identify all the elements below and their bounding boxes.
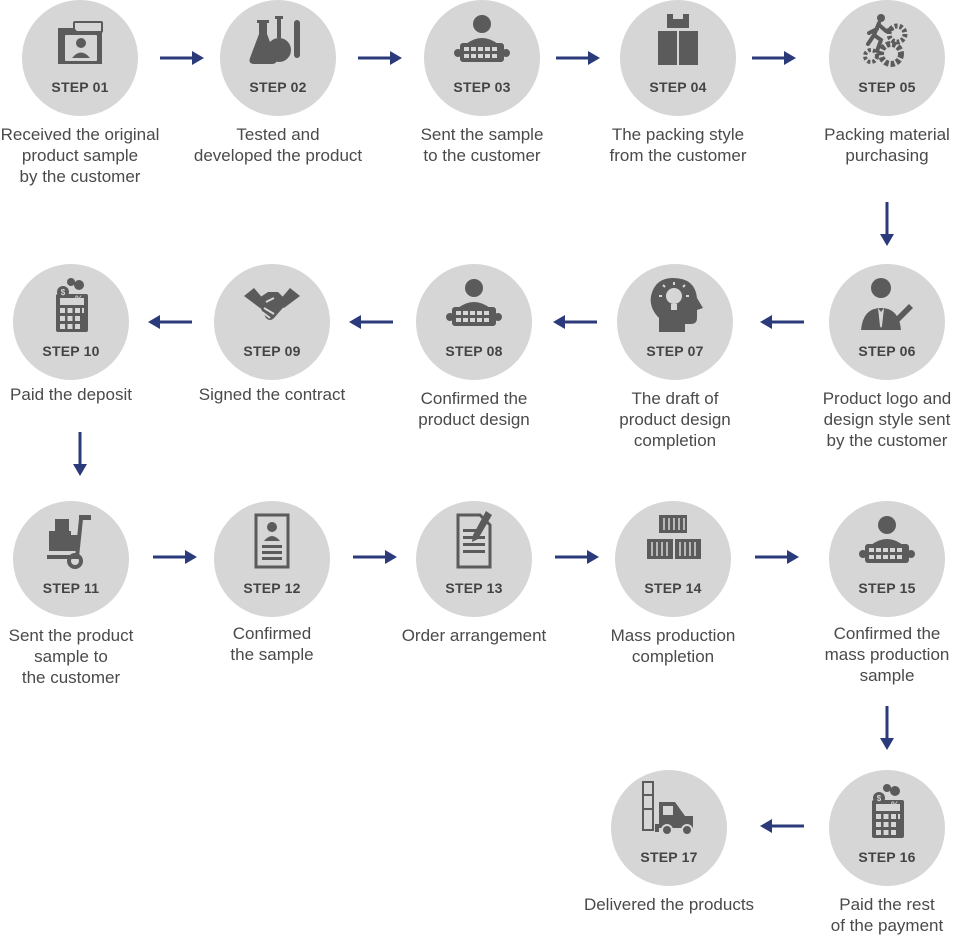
resume-document-icon [254,513,290,569]
runner-gears-icon [863,14,908,67]
step-label: STEP 02 [249,79,307,95]
flow-arrow-left [760,315,804,329]
step-label: STEP 01 [51,79,109,95]
step-circle: STEP 15 [829,501,945,617]
flow-arrow-right [755,550,799,564]
step-circle: STEP 10 [13,264,129,380]
flow-arrow-left [148,315,192,329]
step-circle: STEP 12 [214,501,330,617]
step-label: STEP 07 [646,343,704,359]
step-label: STEP 15 [858,580,916,596]
step-circle: STEP 02 [220,0,336,116]
flow-arrow-left [760,819,804,833]
step-label: STEP 03 [453,79,511,95]
document-pen-icon [456,511,492,569]
flow-arrow-left [349,315,393,329]
step-caption: Packing material purchasing [824,125,950,165]
step-label: STEP 17 [640,849,698,865]
flow-arrow-right [358,51,402,65]
step-circle: STEP 04 [620,0,736,116]
step-circle: STEP 07 [617,264,733,380]
step-caption: Received the original product sample by … [0,125,160,186]
step-caption: Confirmed the product design [418,389,530,429]
step-caption: Sent the product sample to the customer [8,626,134,687]
hand-truck-icon [47,515,91,569]
flow-arrow-right [555,550,599,564]
step-caption: Product logo and design style sent by th… [822,389,952,450]
flow-arrow-right [353,550,397,564]
step-circle: STEP 13 [416,501,532,617]
step-circle: STEP 09 [214,264,330,380]
flow-arrow-down [73,432,87,476]
step-circle: STEP 03 [424,0,540,116]
boxes-icon [658,14,698,65]
person-laptop-icon [859,516,915,563]
step-label: STEP 08 [445,343,503,359]
step-caption: The packing style from the customer [609,125,747,165]
flow-arrow-down [880,202,894,246]
step-caption: Sent the sample to the customer [420,125,544,165]
step-label: STEP 05 [858,79,916,95]
step-circle: STEP 08 [416,264,532,380]
step-circle: STEP 16 [829,770,945,886]
lab-flasks-icon [249,16,300,64]
step-caption: Confirmed the mass production sample [824,624,950,685]
calculator-coins-icon [872,784,904,838]
step-caption: The draft of product design completion [619,389,731,450]
step-caption: Signed the contract [198,385,346,404]
businessman-icon [861,278,913,330]
step-caption: Delivered the products [583,895,755,914]
person-laptop-icon [446,279,502,326]
person-laptop-icon [454,15,510,62]
flow-arrow-down [880,706,894,750]
flow-arrow-right [160,51,204,65]
step-circle: STEP 14 [615,501,731,617]
flow-arrow-right [752,51,796,65]
step-label: STEP 09 [243,343,301,359]
flow-arrow-left [553,315,597,329]
flow-arrow-right [153,550,197,564]
step-caption: Order arrangement [401,626,547,645]
step-label: STEP 11 [42,580,100,596]
step-circle: STEP 17 [611,770,727,886]
step-caption: Tested and developed the product [193,125,363,165]
flow-arrow-right [556,51,600,65]
step-label: STEP 06 [858,343,916,359]
step-label: STEP 12 [243,580,301,596]
step-circle: STEP 06 [829,264,945,380]
calculator-coins-icon [56,278,88,332]
forklift-icon [642,781,693,836]
step-circle: STEP 01 [22,0,138,116]
step-label: STEP 16 [858,849,916,865]
step-caption: Confirmed the sample [230,624,314,664]
step-label: STEP 10 [42,343,100,359]
step-circle: STEP 05 [829,0,945,116]
step-caption: Paid the deposit [10,385,132,404]
step-circle: STEP 11 [13,501,129,617]
containers-icon [647,515,701,559]
step-label: STEP 13 [445,580,503,596]
step-label: STEP 14 [644,580,702,596]
folder-user-icon [58,21,103,64]
handshake-icon [244,288,300,320]
step-caption: Paid the rest of the payment [830,895,944,935]
step-label: STEP 04 [649,79,707,95]
head-lightbulb-icon [650,278,703,332]
step-caption: Mass production completion [610,626,736,666]
